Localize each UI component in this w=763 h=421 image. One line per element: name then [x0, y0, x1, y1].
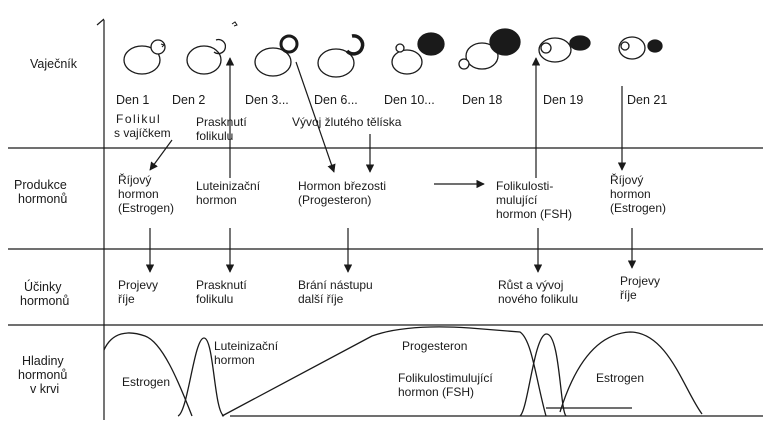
- note-rupture-2: folikulu: [196, 129, 233, 143]
- hormone-estrus-1-line2: hormon: [118, 187, 159, 201]
- curve-lh: [177, 337, 225, 417]
- hormone-pregnancy-line1: Hormon březosti: [298, 179, 386, 193]
- row-label-production-2: hormonů: [18, 192, 67, 206]
- effect-new-follicle-line2: nového folikulu: [498, 292, 578, 306]
- ovary-day-18-icon: [458, 28, 521, 70]
- curve-progesterone: [221, 326, 547, 417]
- day-label-3: Den 3...: [245, 93, 289, 107]
- row-label-levels-2: hormonů: [18, 368, 67, 382]
- hormone-estrus-1-line1: Říjový: [118, 172, 151, 187]
- note-follicle-2: s vajíčkem: [114, 126, 171, 140]
- effect-estrus-signs-1-line2: říje: [118, 292, 135, 306]
- curve-label-fsh-line1: Folikulostimulující: [398, 371, 493, 385]
- row-label-ovary: Vaječník: [30, 57, 78, 71]
- curve-label-progesterone: Progesteron: [402, 339, 467, 353]
- note-follicle-1: Folikul: [116, 112, 161, 126]
- day-label-6: Den 6...: [314, 93, 358, 107]
- hormone-lh-line2: hormon: [196, 193, 237, 207]
- hormone-fsh-line3: hormon (FSH): [496, 207, 572, 221]
- ovary-day-2-icon: [186, 21, 238, 75]
- curve-estrogen-2: [559, 331, 703, 415]
- hormone-estrus-2-line2: hormon: [610, 187, 651, 201]
- day-label-19: Den 19: [543, 93, 583, 107]
- ovary-day-10-icon: [391, 32, 445, 75]
- table-grid: [8, 18, 763, 420]
- row-label-levels-1: Hladiny: [22, 354, 64, 368]
- hormone-lh-line1: Luteinizační: [196, 179, 261, 193]
- arrow-corpus-to-progesterone: [295, 61, 336, 173]
- ovary-day-21-icon: [618, 36, 663, 60]
- day-label-10: Den 10...: [384, 93, 435, 107]
- ovary-day-19-icon: [538, 35, 591, 63]
- day-label-2: Den 2: [172, 93, 205, 107]
- hormone-pregnancy-line2: (Progesteron): [298, 193, 371, 207]
- axis-top-tick: [96, 18, 105, 26]
- ovary-day-6-icon: [317, 34, 365, 78]
- hormone-estrus-2-line3: (Estrogen): [610, 201, 666, 215]
- curve-label-estrogen-2: Estrogen: [596, 371, 644, 385]
- curve-label-lh-line2: hormon: [214, 353, 255, 367]
- effect-prevents-estrus-line1: Brání nástupu: [298, 278, 373, 292]
- ovary-illustrations: [123, 21, 663, 78]
- arrow-follicle-to-estrogen: [149, 139, 173, 171]
- row-label-effects-1: Účinky: [24, 279, 62, 294]
- hormone-estrus-1-line3: (Estrogen): [118, 201, 174, 215]
- effect-new-follicle-line1: Růst a vývoj: [498, 278, 563, 292]
- effect-estrus-signs-1-line1: Projevy: [118, 278, 158, 292]
- note-corpus-luteum: Vývoj žlutého tělíska: [292, 115, 402, 129]
- curve-label-lh-line1: Luteinizační: [214, 339, 279, 353]
- effect-prevents-estrus-line2: další říje: [298, 292, 344, 306]
- curve-estrogen-1: [103, 332, 193, 417]
- effect-estrus-signs-2-line1: Projevy: [620, 274, 660, 288]
- effect-follicle-rupture-line2: folikulu: [196, 292, 233, 306]
- curve-fsh: [519, 333, 567, 417]
- hormone-level-curves: [103, 326, 763, 417]
- row-label-levels-3: v krvi: [30, 382, 59, 396]
- day-label-18: Den 18: [462, 93, 502, 107]
- row-label-effects-2: hormonů: [20, 294, 69, 308]
- row-label-production-1: Produkce: [14, 178, 67, 192]
- note-rupture-1: Prasknutí: [196, 115, 247, 129]
- flow-arrows: [145, 57, 637, 273]
- hormone-fsh-line1: Folikulosti-: [496, 179, 553, 193]
- day-label-1: Den 1: [116, 93, 149, 107]
- effect-follicle-rupture-line1: Prasknutí: [196, 278, 247, 292]
- hormone-estrus-2-line1: Říjový: [610, 172, 643, 187]
- day-label-21: Den 21: [627, 93, 667, 107]
- effect-estrus-signs-2-line2: říje: [620, 288, 637, 302]
- hormone-fsh-line2: mulující: [496, 193, 538, 207]
- ovary-day-3-icon: [254, 34, 299, 77]
- curve-label-fsh-line2: hormon (FSH): [398, 385, 474, 399]
- curve-label-estrogen-1: Estrogen: [122, 375, 170, 389]
- ovary-day-1-icon: [123, 39, 166, 75]
